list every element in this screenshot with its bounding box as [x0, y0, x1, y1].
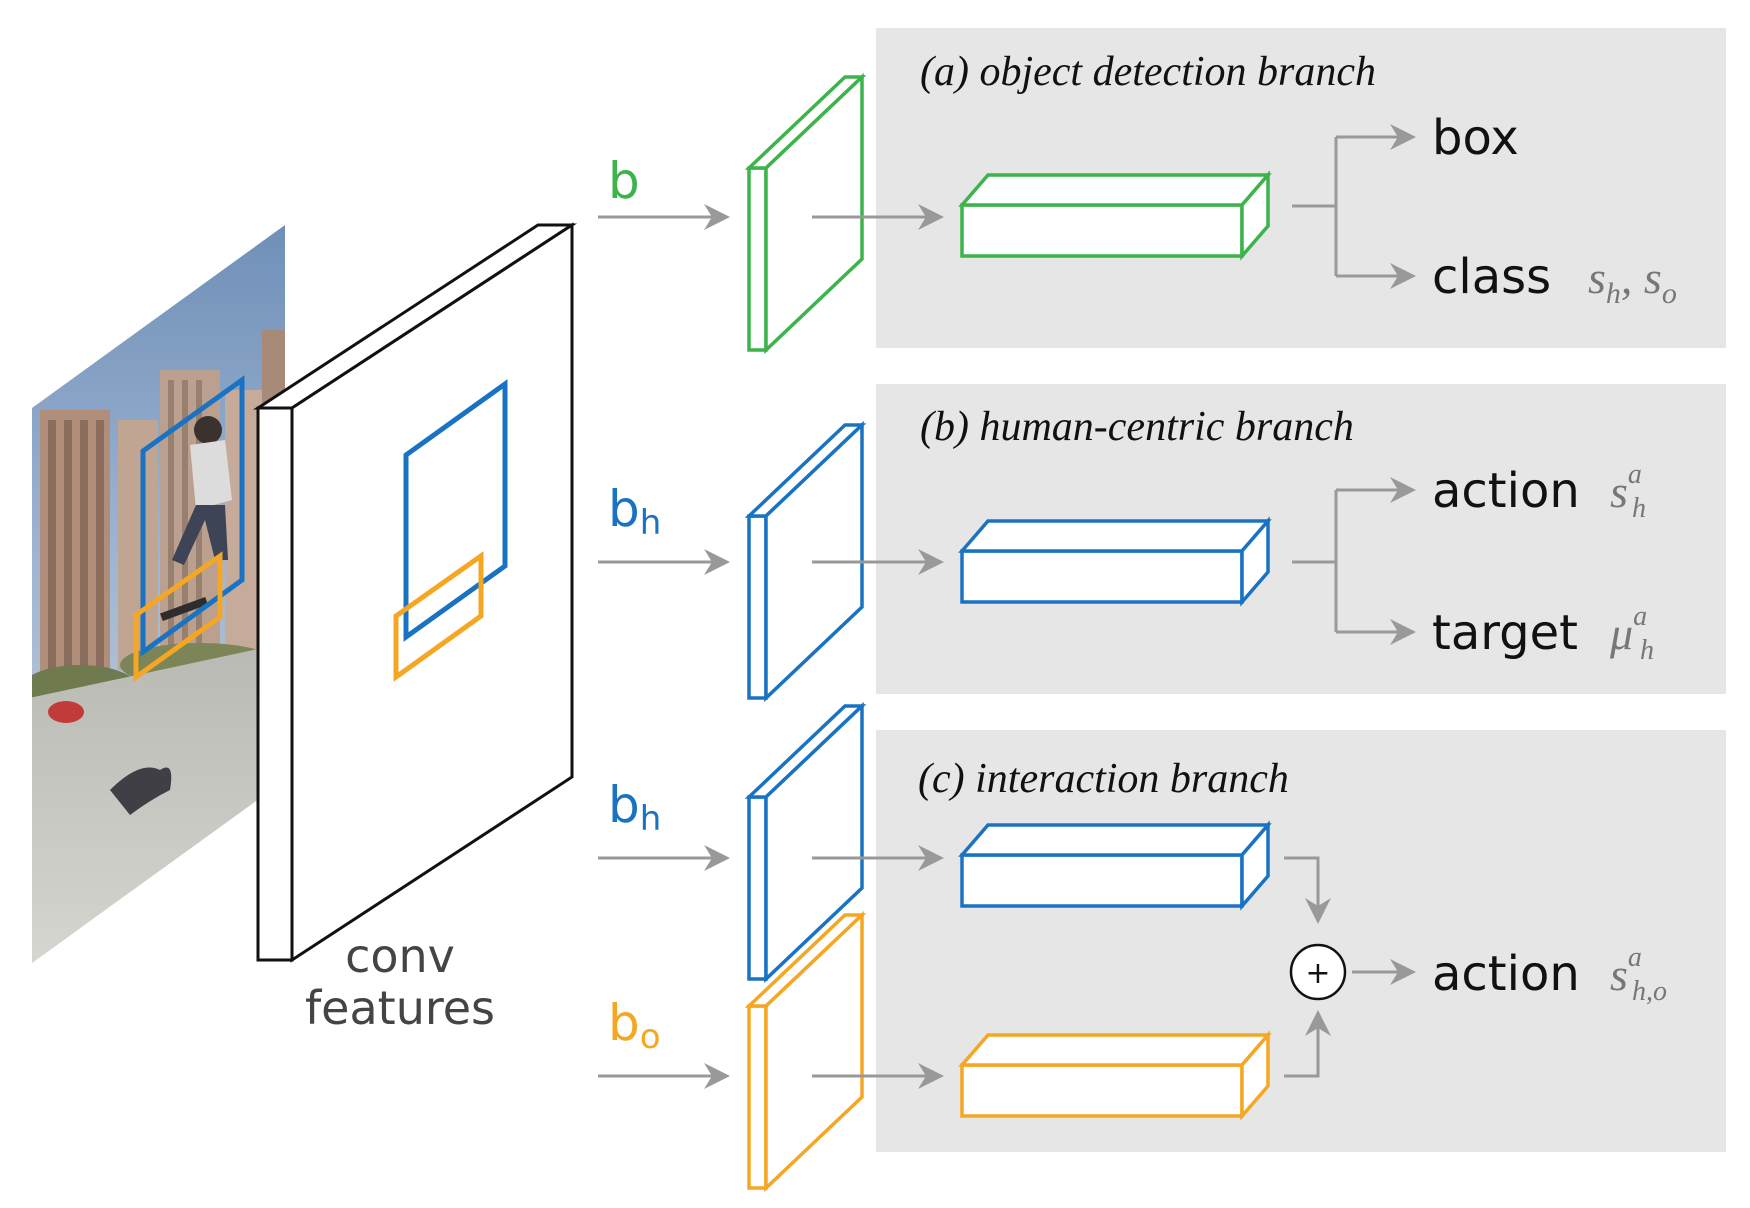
- branch-title-c: (c) interaction branch: [918, 756, 1289, 802]
- conv-label-line2: features: [305, 981, 495, 1035]
- output-action-label-b: action: [1432, 463, 1580, 519]
- roi-feature-green: [744, 72, 867, 355]
- image-human-box: [140, 375, 245, 657]
- branch-title-b: (b) human-centric branch: [920, 404, 1354, 450]
- input-photo: [32, 225, 285, 963]
- fc-box-human-centric: [958, 516, 1272, 607]
- output-target-label: target: [1432, 605, 1578, 661]
- sum-plus-icon: +: [1305, 956, 1330, 991]
- conv-human-roi: [403, 379, 508, 642]
- branch-title-a: (a) object detection branch: [920, 49, 1376, 95]
- output-action-label-c: action: [1432, 946, 1580, 1002]
- conv-label-line1: conv: [345, 929, 455, 983]
- image-object-box: [133, 551, 223, 682]
- conv-features-block: [252, 222, 578, 963]
- input-label-bh-2: bh: [608, 776, 661, 839]
- input-label-b: b: [608, 152, 640, 210]
- roi-feature-orange: [744, 910, 867, 1193]
- fork-arrows-b: [1292, 477, 1416, 645]
- sum-node: [1289, 943, 1347, 1001]
- input-label-bh-1: bh: [608, 480, 661, 543]
- input-label-bo: bo: [608, 994, 661, 1057]
- roi-feature-blue-2: [744, 701, 867, 984]
- output-box-label: box: [1432, 110, 1519, 166]
- fork-arrows-a: [1292, 124, 1416, 289]
- fc-box-interaction-human: [958, 820, 1272, 911]
- conv-object-roi: [393, 551, 484, 682]
- output-class-math: sh, so: [1588, 252, 1677, 310]
- fc-box-detection: [958, 170, 1272, 261]
- output-class-label: class: [1432, 249, 1551, 305]
- merge-arrows-c: [1284, 856, 1416, 1078]
- fc-box-interaction-object: [958, 1030, 1272, 1121]
